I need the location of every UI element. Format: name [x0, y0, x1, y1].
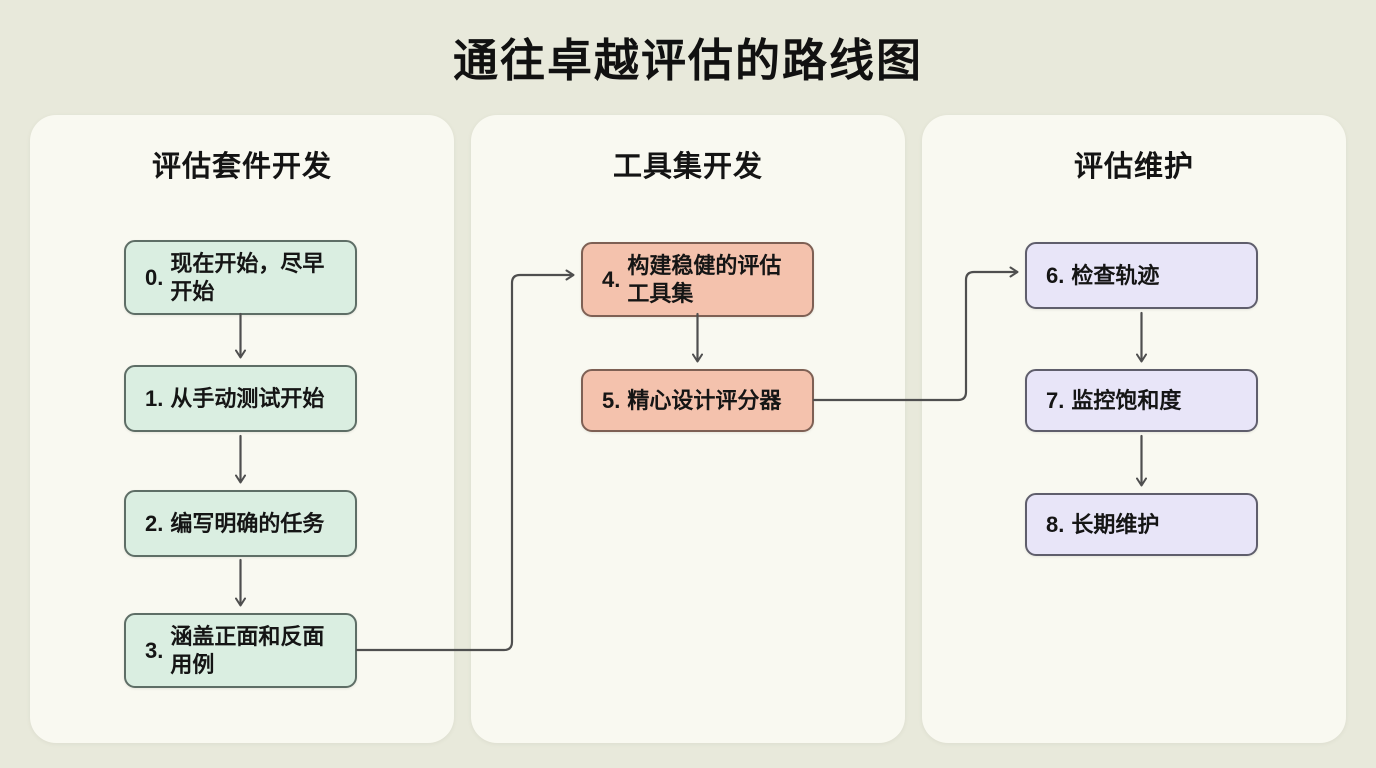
- box-number: 1.: [145, 385, 164, 411]
- box-label: 监控饱和度: [1071, 387, 1182, 413]
- flow-box-0-start-now: 0. 现在开始，尽早 开始: [124, 240, 357, 315]
- flow-box-8-long-term-maintenance: 8. 长期维护: [1025, 493, 1258, 556]
- box-number: 5.: [602, 387, 621, 413]
- box-number: 8.: [1046, 511, 1065, 537]
- flow-box-6-inspect-trajectories: 6. 检查轨迹: [1025, 242, 1258, 309]
- box-label: 从手动测试开始: [170, 385, 325, 411]
- panel-header-toolset-dev: 工具集开发: [612, 151, 763, 183]
- panel-header-eval-maintenance: 评估维护: [1073, 151, 1194, 183]
- box-label: 检查轨迹: [1071, 262, 1160, 288]
- page-title: 通往卓越评估的路线图: [452, 35, 923, 86]
- panel-header-eval-suite-dev: 评估套件开发: [151, 151, 332, 183]
- box-number: 2.: [145, 510, 164, 536]
- box-label: 现在开始，尽早 开始: [170, 251, 325, 304]
- flow-box-5-design-graders: 5. 精心设计评分器: [581, 369, 814, 432]
- flow-box-4-robust-toolset: 4. 构建稳健的评估 工具集: [581, 242, 814, 317]
- panel-toolset-dev: 工具集开发 4. 构建稳健的评估 工具集 5. 精心设计评分器: [471, 115, 905, 743]
- panel-eval-maintenance: 评估维护 6. 检查轨迹 7. 监控饱和度 8. 长期维护: [922, 115, 1346, 743]
- box-label: 涵盖正面和反面 用例: [170, 624, 325, 677]
- box-label: 精心设计评分器: [627, 387, 782, 413]
- flow-box-3-positive-negative-cases: 3. 涵盖正面和反面 用例: [124, 613, 357, 688]
- box-number: 3.: [145, 637, 164, 663]
- box-number: 6.: [1046, 262, 1065, 288]
- box-label: 长期维护: [1071, 511, 1160, 537]
- box-number: 4.: [602, 266, 621, 292]
- panel-eval-suite-dev: 评估套件开发 0. 现在开始，尽早 开始 1. 从手动测试开始 2. 编写明确的…: [30, 115, 454, 743]
- flow-box-7-monitor-saturation: 7. 监控饱和度: [1025, 369, 1258, 432]
- flow-box-1-manual-testing: 1. 从手动测试开始: [124, 365, 357, 432]
- box-number: 0.: [145, 264, 164, 290]
- box-label: 编写明确的任务: [170, 510, 325, 536]
- box-number: 7.: [1046, 387, 1065, 413]
- flow-box-2-explicit-tasks: 2. 编写明确的任务: [124, 490, 357, 557]
- box-label: 构建稳健的评估 工具集: [627, 253, 782, 306]
